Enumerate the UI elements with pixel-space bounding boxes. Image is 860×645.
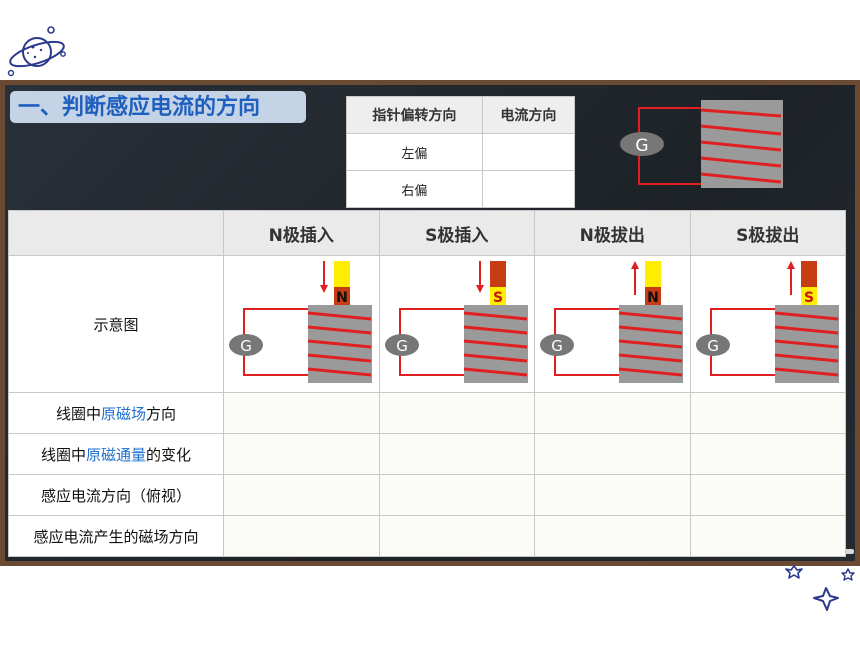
coil-turn	[308, 367, 372, 377]
deflection-table: 指针偏转方向 电流方向 左偏 右偏	[346, 96, 576, 208]
answer-cell[interactable]	[534, 515, 691, 557]
galvanometer	[229, 334, 264, 356]
galvanometer-label: G	[635, 136, 648, 156]
answer-cell[interactable]	[378, 392, 535, 434]
row-label-induced-current: 感应电流方向（俯视）	[8, 474, 224, 516]
coil-turn	[774, 367, 838, 377]
coil-turn	[308, 339, 372, 349]
row-label-diagram: 示意图	[8, 255, 224, 393]
magnet-coil-diagram: GS	[695, 261, 839, 383]
galvanometer-label: G	[240, 337, 252, 355]
answer-cell[interactable]	[378, 474, 535, 516]
answer-cell[interactable]	[534, 392, 691, 434]
answer-cell[interactable]	[689, 474, 846, 516]
coil-turn	[308, 325, 372, 335]
magnet-coil-diagram: GN	[229, 261, 373, 383]
galvanometer	[695, 334, 730, 356]
galvanometer	[620, 132, 664, 156]
coil-turn	[774, 339, 838, 349]
magnet-top	[645, 261, 662, 287]
row-label-flux-change: 线圈中原磁通量的变化	[8, 433, 224, 475]
galvanometer	[384, 334, 419, 356]
magnet-top	[800, 261, 817, 287]
coil-turn	[619, 339, 683, 349]
answer-cell[interactable]	[689, 433, 846, 475]
coil-diagram: G	[620, 100, 783, 188]
column-s-withdraw: S极拔出	[689, 210, 846, 256]
header-deflection: 指针偏转方向	[346, 96, 483, 134]
magnet-pole	[334, 287, 351, 305]
cell-right-current	[481, 170, 576, 208]
galvanometer-label: G	[551, 337, 563, 355]
magnet-coil-diagram: GS	[384, 261, 528, 383]
coil-turn	[774, 353, 838, 363]
motion-arrowhead	[786, 261, 795, 269]
answer-cell[interactable]	[223, 515, 380, 557]
header-empty	[8, 210, 224, 256]
row-label-induced-field: 感应电流产生的磁场方向	[8, 515, 224, 557]
answer-cell[interactable]	[378, 515, 535, 557]
coil-turn	[619, 367, 683, 377]
magnet-pole-label: N	[647, 290, 659, 306]
answer-cell[interactable]	[223, 474, 380, 516]
motion-arrowhead	[320, 285, 329, 293]
answer-cell[interactable]	[689, 515, 846, 557]
cell-right: 右偏	[346, 170, 483, 208]
coil-turn	[463, 367, 527, 377]
coil-turn	[463, 325, 527, 335]
column-n-withdraw: N极拔出	[534, 210, 691, 256]
magnet-pole	[489, 287, 506, 305]
coil-turn	[463, 339, 527, 349]
coil-turn	[619, 353, 683, 363]
answer-cell[interactable]	[378, 433, 535, 475]
planet-icon	[7, 26, 66, 77]
coil-turn	[308, 311, 372, 321]
coil-turn	[619, 311, 683, 321]
magnet-pole-label: S	[493, 290, 503, 306]
answer-cell[interactable]	[223, 433, 380, 475]
page-title: 一、判断感应电流的方向	[10, 91, 306, 123]
answer-cell[interactable]	[689, 392, 846, 434]
stars-icon	[785, 565, 855, 611]
coil-turn	[774, 325, 838, 335]
motion-arrowhead	[631, 261, 640, 269]
answer-cell[interactable]	[534, 474, 691, 516]
galvanometer-label: G	[707, 337, 719, 355]
coil-turn	[463, 353, 527, 363]
magnet-top	[334, 261, 351, 287]
galvanometer	[540, 334, 575, 356]
column-n-insert: N极插入	[223, 210, 380, 256]
answer-cell[interactable]	[223, 392, 380, 434]
column-s-insert: S极插入	[378, 210, 535, 256]
answer-cell[interactable]	[534, 433, 691, 475]
coil-turn	[308, 353, 372, 363]
coil-turn	[619, 325, 683, 335]
magnet-coil-diagram: GN	[540, 261, 684, 383]
motion-arrowhead	[475, 285, 484, 293]
coil-turn	[463, 311, 527, 321]
magnet-pole	[645, 287, 662, 305]
header-current-direction: 电流方向	[481, 96, 576, 134]
cell-left: 左偏	[346, 133, 483, 171]
magnet-top	[489, 261, 506, 287]
row-label-field-direction: 线圈中原磁场方向	[8, 392, 224, 434]
cell-left-current	[481, 133, 576, 171]
magnet-pole-label: S	[804, 290, 814, 306]
magnet-pole	[800, 287, 817, 305]
coil-turn	[774, 311, 838, 321]
magnet-pole-label: N	[336, 290, 348, 306]
galvanometer-label: G	[396, 337, 408, 355]
